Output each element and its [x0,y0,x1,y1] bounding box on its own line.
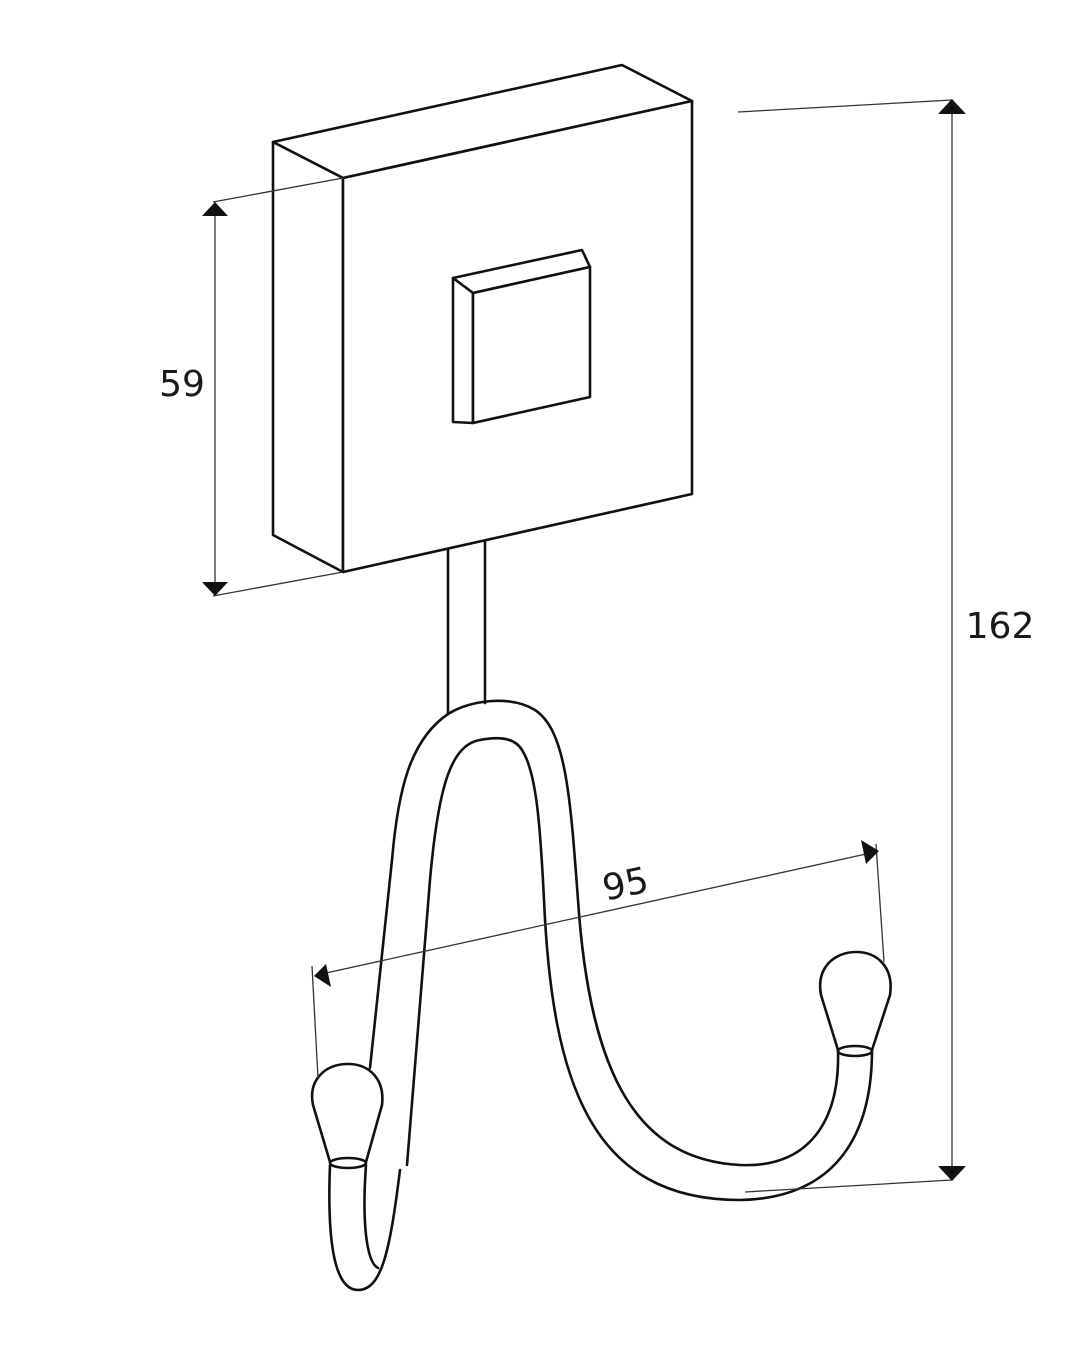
dimension-plate-height: 59 [159,177,344,597]
hook-span-label: 95 [599,860,652,910]
total-height-label: 162 [966,606,1035,647]
span-arrow-right [861,840,879,864]
center-square-boss [451,248,592,425]
right-ball-tip [818,950,892,1058]
right-tip-knob [818,950,892,1052]
hook-outer-contour [368,712,450,1070]
plate-height-label: 59 [159,364,205,405]
left-tip-collar [328,1156,368,1170]
total-arrow-bottom [938,1166,966,1181]
double-hook-body [328,699,874,1292]
total-arrow-top [938,99,966,114]
span-ext-line-left [311,965,319,1079]
left-hook-curl [328,1163,402,1292]
span-arrow-left [314,964,331,987]
hook-crown-inner [405,736,874,1202]
left-tip-knob [310,1062,384,1164]
boss-side-face [451,276,475,425]
plate-side-face [271,140,345,574]
hook-crown-outer [446,699,840,1167]
plate-arrow-top [202,202,228,216]
total-ext-line-bottom [744,1179,953,1193]
hook-stem [446,539,487,716]
boss-front-face [471,265,592,425]
plate-arrow-bottom [202,582,228,596]
total-ext-line-top [737,99,953,113]
span-ext-line-right [875,843,885,963]
span-dim-line [325,853,867,974]
dimension-total-height: 162 [737,99,1035,1193]
left-hook-inner-curl [363,1163,380,1270]
right-tip-collar [836,1044,874,1058]
plate-ext-line-top [212,177,344,203]
plate-ext-line-bottom [212,571,344,597]
dimension-hook-span: 95 [311,840,885,1079]
left-ball-tip [310,1062,384,1170]
